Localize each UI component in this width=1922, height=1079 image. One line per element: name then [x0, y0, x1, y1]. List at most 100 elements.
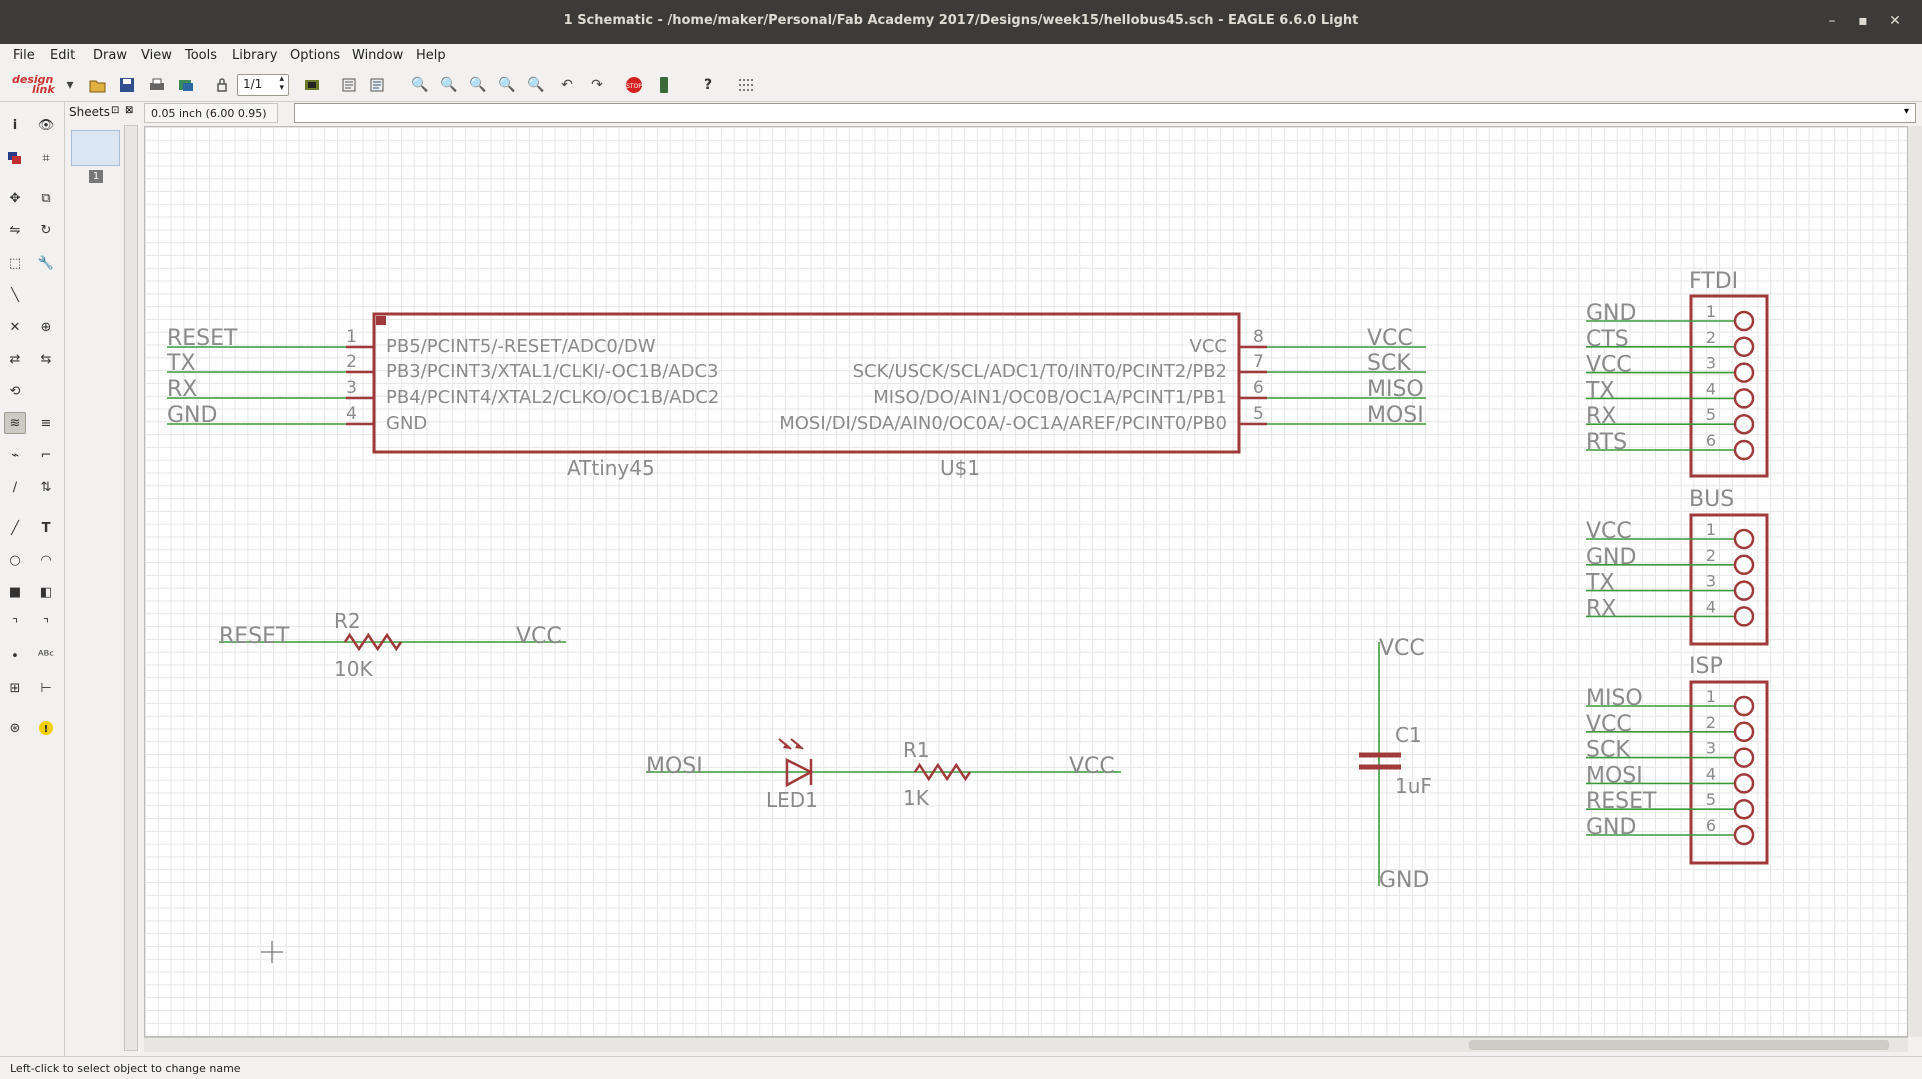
sheet-spin-value: 1/1: [243, 77, 263, 91]
header-pin-ring: [1733, 798, 1755, 820]
title-bar: 1 Schematic - /home/maker/Personal/Fab A…: [0, 0, 1922, 44]
replace-icon[interactable]: ⟲: [9, 383, 21, 399]
command-dropdown-icon[interactable]: ▾: [1904, 106, 1910, 117]
float-icon[interactable]: ⊡: [111, 105, 120, 116]
ic-right-pin-name: MOSI/DI/SDA/AIN0/OC0A/-OC1A/AREF/PCINT0/…: [779, 413, 1227, 434]
save-icon[interactable]: [115, 73, 139, 97]
name-icon[interactable]: ≋: [4, 412, 26, 434]
menu-view[interactable]: View: [141, 48, 172, 63]
junction-icon[interactable]: •: [11, 648, 19, 664]
net-icon[interactable]: ⌝: [42, 616, 50, 632]
hscroll-thumb[interactable]: [1469, 1040, 1889, 1050]
ic-left-pin-name: PB5/PCINT5/-RESET/ADC0/DW: [386, 336, 656, 357]
display-icon[interactable]: [4, 147, 26, 169]
info-icon[interactable]: i: [12, 117, 18, 133]
print-icon[interactable]: [145, 73, 169, 97]
spin-arrows-icon[interactable]: ▴▾: [279, 74, 284, 93]
group-icon[interactable]: ⬚: [8, 255, 22, 271]
rotate-icon[interactable]: ↻: [40, 222, 52, 238]
menu-edit[interactable]: Edit: [50, 48, 76, 63]
wire-icon[interactable]: ╱: [11, 520, 19, 536]
menu-help[interactable]: Help: [416, 48, 446, 63]
menu-window[interactable]: Window: [352, 48, 404, 63]
sheet-spinbox[interactable]: 1/1 ▴▾: [237, 74, 289, 96]
lock-icon[interactable]: [210, 73, 234, 97]
arc-icon[interactable]: ◠: [40, 552, 52, 568]
logo-text-2: link: [32, 83, 55, 96]
stop-icon[interactable]: STOP: [622, 73, 646, 97]
close-icon[interactable]: ✕: [1889, 13, 1901, 29]
dropdown-arrow-icon[interactable]: ▾: [66, 77, 74, 93]
zoom-layer-icon[interactable]: ⊛: [9, 720, 21, 736]
pinswap-icon[interactable]: ⇄: [9, 351, 21, 367]
text-icon[interactable]: T: [41, 520, 51, 536]
move-icon[interactable]: ✥: [9, 190, 21, 206]
polygon-icon[interactable]: ◧: [39, 584, 53, 600]
sheet-thumbnail[interactable]: [71, 130, 120, 166]
board-switch-icon[interactable]: [300, 73, 324, 97]
help-icon[interactable]: ?: [703, 77, 713, 93]
header-net-label: VCC: [1586, 519, 1632, 544]
invoke-icon[interactable]: ⇅: [40, 479, 52, 495]
design-link-logo[interactable]: design link: [12, 74, 55, 96]
sheets-scrollbar[interactable]: [124, 125, 138, 1051]
menu-file[interactable]: File: [13, 48, 35, 63]
zoom-out-icon[interactable]: 🔍: [469, 77, 487, 93]
canvas-horizontal-scrollbar[interactable]: [144, 1037, 1908, 1052]
show-icon[interactable]: 👁: [37, 117, 55, 133]
ic-left-pin-number: 4: [346, 404, 357, 424]
split-icon[interactable]: ∕: [12, 479, 18, 495]
canvas-vertical-scrollbar[interactable]: [1908, 126, 1922, 1037]
r1-name-label: R1: [903, 738, 930, 762]
mirror-icon[interactable]: ⇋: [9, 222, 21, 238]
attribute-icon[interactable]: ⊞: [9, 680, 21, 696]
ic-right-pin-number: 5: [1253, 404, 1264, 424]
menu-draw[interactable]: Draw: [93, 48, 127, 63]
menu-options[interactable]: Options: [290, 48, 341, 63]
svg-text:STOP: STOP: [626, 83, 642, 90]
gateswap-icon[interactable]: ⇆: [40, 351, 52, 367]
dimension-icon[interactable]: ⊢: [40, 680, 52, 696]
rect-icon[interactable]: ■: [8, 584, 22, 600]
delete-icon[interactable]: ✕: [9, 319, 21, 335]
open-icon[interactable]: [86, 73, 110, 97]
change-icon[interactable]: 🔧: [37, 255, 55, 271]
smash-icon[interactable]: ⌁: [11, 447, 19, 463]
copy-icon[interactable]: ⧉: [41, 190, 51, 206]
script-icon[interactable]: [338, 73, 362, 97]
header-net-label: CTS: [1586, 327, 1629, 352]
led-left-net-label: MOSI: [646, 754, 703, 779]
ic-left-net-label: RX: [167, 377, 197, 402]
ic-left-pin-name: GND: [386, 413, 427, 434]
zoom-in-icon[interactable]: 🔍: [440, 77, 458, 93]
paste-icon[interactable]: ╲: [11, 287, 19, 303]
cam-processor-icon[interactable]: [174, 73, 198, 97]
erc-icon[interactable]: !: [35, 717, 57, 739]
header-net-label: GND: [1586, 815, 1636, 840]
maximize-icon[interactable]: ▪: [1858, 13, 1868, 29]
zoom-select-icon[interactable]: 🔍: [527, 77, 545, 93]
header-net-label: TX: [1585, 571, 1615, 596]
zoom-fit-icon[interactable]: 🔍: [411, 77, 429, 93]
header-net-label: RESET: [1586, 789, 1657, 814]
minimize-icon[interactable]: –: [1828, 13, 1836, 29]
go-icon[interactable]: [652, 73, 676, 97]
command-input[interactable]: [294, 103, 1916, 123]
redo-icon[interactable]: ↷: [591, 77, 603, 93]
close-panel-icon[interactable]: ⊠: [125, 105, 134, 116]
circle-icon[interactable]: ○: [9, 552, 21, 568]
redraw-icon[interactable]: 🔍: [498, 77, 516, 93]
mark-icon[interactable]: ⌗: [42, 150, 50, 166]
ulp-icon[interactable]: [366, 73, 390, 97]
menu-library[interactable]: Library: [232, 48, 278, 63]
undo-icon[interactable]: ↶: [561, 77, 573, 93]
grid-icon[interactable]: [734, 73, 758, 97]
add-icon[interactable]: ⊕: [40, 319, 52, 335]
label-icon[interactable]: ᴬᴮᶜ: [37, 648, 55, 664]
bus-icon[interactable]: ⌝: [11, 616, 19, 632]
value-icon[interactable]: ≡: [40, 415, 52, 431]
miter-icon[interactable]: ⌐: [40, 447, 52, 463]
menu-tools[interactable]: Tools: [185, 48, 218, 63]
